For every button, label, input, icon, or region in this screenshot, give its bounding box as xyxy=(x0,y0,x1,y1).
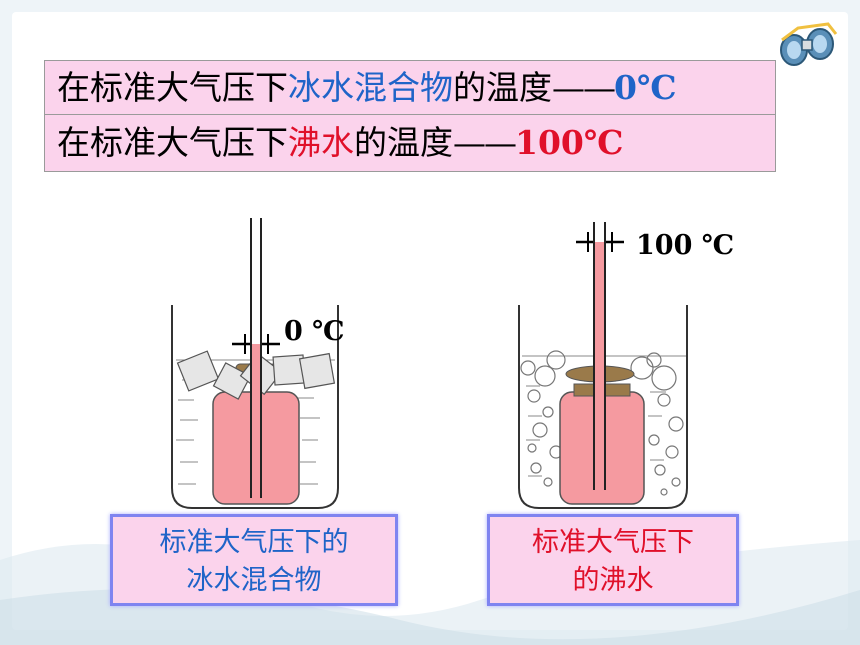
left-thermometer-reading: 0 ℃ xyxy=(284,316,345,347)
right-thermometer-reading: 100 ℃ xyxy=(636,230,735,261)
caption-line: 的沸水 xyxy=(572,565,654,596)
statement-prefix: 在标准大气压下 xyxy=(57,68,288,107)
statement-suffix: 的温度 xyxy=(453,68,552,107)
statement-dash: —— xyxy=(552,68,616,107)
statement-value: 0℃ xyxy=(614,68,677,107)
statement-prefix: 在标准大气压下 xyxy=(57,123,288,162)
caption-boiling-water: 标准大气压下 的沸水 xyxy=(487,514,739,606)
caption-line: 标准大气压下的 xyxy=(159,527,349,558)
caption-line: 标准大气压下 xyxy=(532,527,694,558)
caption-line: 冰水混合物 xyxy=(186,565,322,596)
statement-value: 100℃ xyxy=(515,123,624,162)
statement-row-boiling: 在标准大气压下沸水的温度——100℃ xyxy=(45,116,775,170)
left-beaker xyxy=(171,218,339,509)
statement-table: 在标准大气压下冰水混合物的温度——0℃ 在标准大气压下沸水的温度——100℃ xyxy=(44,60,776,172)
statement-suffix: 的温度 xyxy=(354,123,453,162)
statement-subject: 冰水混合物 xyxy=(288,68,453,107)
statement-row-ice: 在标准大气压下冰水混合物的温度——0℃ xyxy=(45,61,775,115)
statement-dash: —— xyxy=(453,123,517,162)
binoculars-icon xyxy=(780,22,838,66)
caption-ice-water: 标准大气压下的 冰水混合物 xyxy=(110,514,398,606)
right-beaker xyxy=(518,222,688,509)
statement-subject: 沸水 xyxy=(288,123,354,162)
